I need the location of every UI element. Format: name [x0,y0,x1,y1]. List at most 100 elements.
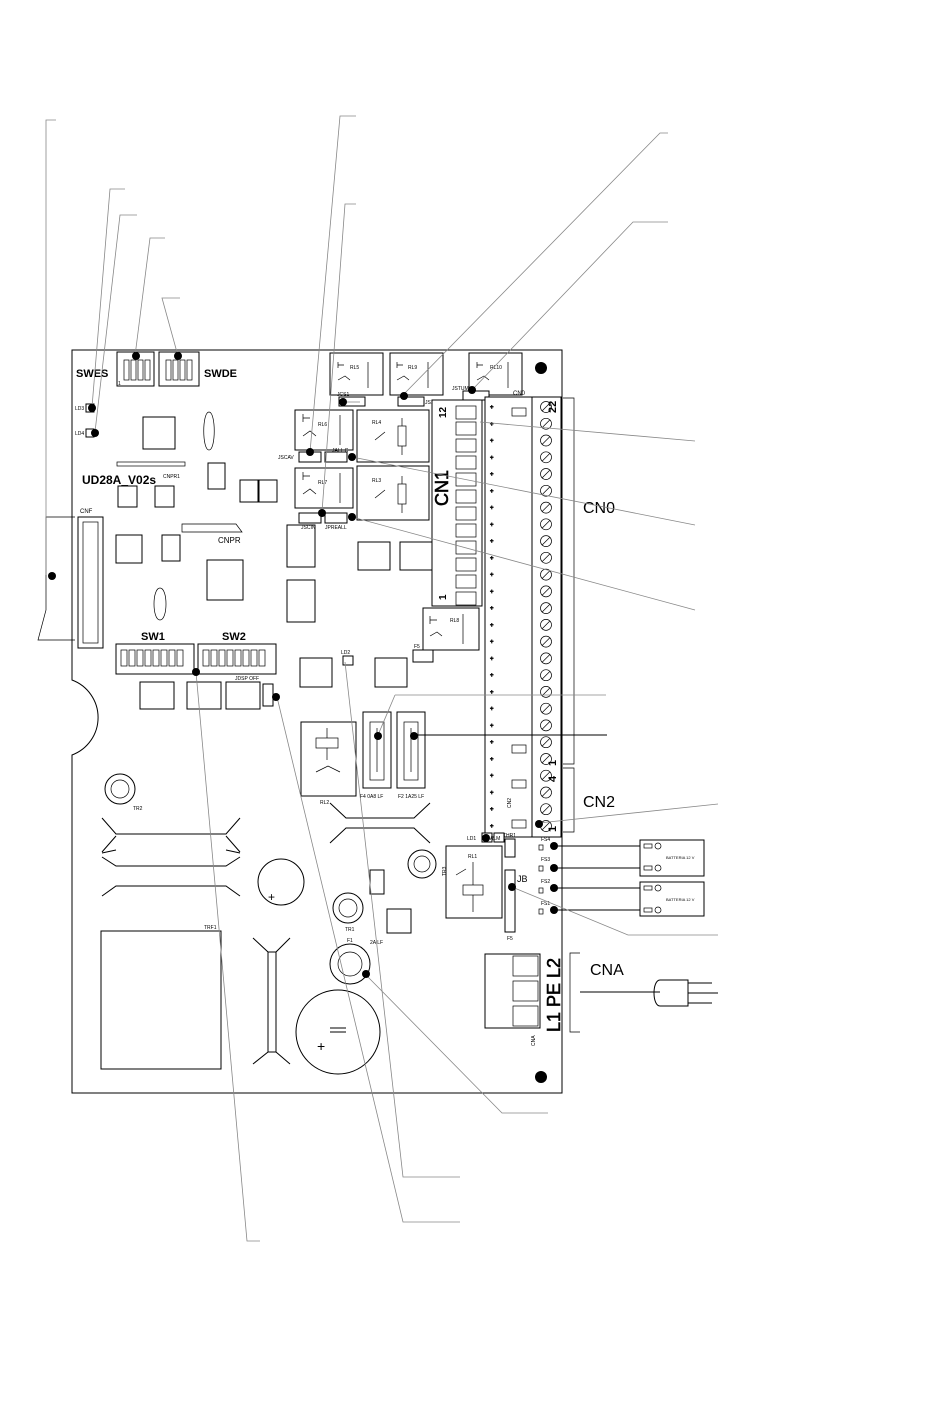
svg-text:22: 22 [547,401,559,413]
terminal-pin-mark: + [490,757,494,763]
capacitor-small: + [257,858,305,906]
svg-text:JALL C: JALL C [332,448,349,454]
relay-rl3: RL3 [356,465,430,521]
terminal-screw [540,652,552,665]
terminal-pin-mark: + [490,522,494,528]
terminal-pin-mark: + [490,422,494,428]
svg-text:RL1: RL1 [468,854,477,860]
terminal-screw-slot [541,453,551,462]
terminal-screw [540,501,552,514]
terminal-screw-slot [541,788,551,797]
relay-rl1: RL1 [445,845,503,919]
svg-text:JPREALL: JPREALL [325,525,347,531]
terminal-screw-slot [541,771,551,780]
svg-text:RL7: RL7 [318,480,327,486]
terminal-screw [540,484,552,497]
terminal-pin-mark: + [490,723,494,729]
terminal-screw [540,702,552,715]
relay-rl6: RL6 [294,409,354,451]
terminal-screw [540,568,552,581]
trimmer-tr2: TR2 [104,773,143,812]
terminal-screw-slot [541,737,551,747]
terminal-screw [540,434,552,447]
terminal-screw-slot [541,670,551,680]
terminal-screw [540,451,552,464]
terminal-screw-slot [541,721,551,730]
mount-hole-top [535,362,547,374]
relay-rl8: RL8 [422,607,480,651]
terminal-screw-slot [541,603,551,613]
svg-text:FS3: FS3 [541,857,550,863]
svg-text:FS4: FS4 [541,837,550,843]
fuse-fs-group: FS4 FS3 FS2 FS1 [538,837,550,915]
svg-text:TR1: TR1 [345,927,355,933]
svg-text:LD4: LD4 [75,431,84,437]
terminal-screw-slot [541,419,551,429]
relay-rl10: RL10 [468,352,523,396]
terminal-screw-slot [541,570,551,579]
svg-text:FS2: FS2 [541,879,550,885]
terminal-screw-slot [541,687,551,697]
svg-text:CN0: CN0 [513,391,526,397]
terminal-screw-slot [541,469,551,479]
relay-rl9: RL9 [389,352,444,396]
terminal-pin-mark: + [490,489,494,495]
terminal-pin-mark: + [490,589,494,595]
terminal-pin-mark: + [490,506,494,512]
swes-label: SWES [76,368,108,380]
terminal-screw [540,769,552,782]
terminal-screw [540,535,552,547]
relay-rl2: RL2 [300,721,357,806]
terminal-screw-slot [541,536,551,546]
svg-text:FS1: FS1 [541,901,550,907]
terminal-screw [540,401,552,413]
cn2-label: CN2 [583,794,615,811]
terminal-screw-slot [541,821,551,831]
svg-text:JB: JB [517,874,528,884]
svg-text:CNPR1: CNPR1 [163,474,180,480]
svg-text:RL5: RL5 [350,365,359,371]
relay-rl5: RL5 [329,352,384,396]
terminal-screw [540,551,552,564]
pcb-outline [71,349,563,1094]
swes-switch: SWES 1 [76,351,155,387]
terminal-screw [540,753,552,765]
terminal-screw [540,786,552,799]
svg-text:CNA: CNA [531,1035,537,1046]
swde-switch: SWDE [158,351,237,387]
svg-text:TR3: TR3 [442,866,448,876]
terminal-pin-mark: + [490,606,494,612]
svg-text:+: + [268,890,275,904]
terminal-screw-slot [541,704,551,713]
terminal-pin-mark: + [490,573,494,579]
svg-text:JCS1: JCS1 [337,392,349,398]
terminal-screw [540,669,552,682]
terminal-screw-slot [541,503,551,512]
terminal-screw-slot [541,654,551,663]
svg-text:F5: F5 [507,936,513,942]
svg-text:JDSP OFF: JDSP OFF [235,676,259,682]
fuse-f1: F1 [329,938,371,985]
svg-text:F4 0A8 LF: F4 0A8 LF [360,794,383,800]
svg-text:CN2: CN2 [507,798,513,808]
terminal-pin-mark: + [490,472,494,478]
terminal-screw-slot [541,804,551,814]
svg-text:1: 1 [438,594,449,600]
svg-text:LD1: LD1 [467,836,476,842]
svg-text:F2 1A25 LF: F2 1A25 LF [398,794,424,800]
mount-hole-bottom [535,1071,547,1083]
svg-text:RL8: RL8 [450,618,459,624]
terminal-screw [540,585,552,598]
terminal-screw-slot [541,553,551,563]
terminal-pin-mark: + [490,405,494,411]
terminal-screw-slot [541,520,551,529]
terminal-screw-slot [541,620,551,630]
svg-text:ALM: ALM [490,836,500,842]
terminal-pin-mark: + [490,623,494,629]
sw1-switch: SW1 [115,631,195,675]
fuse-f2: F2 1A25 LF [396,711,426,800]
svg-text:JSCIN: JSCIN [301,525,316,531]
terminal-pin-mark: + [490,439,494,445]
svg-text:CNPR: CNPR [218,536,241,545]
terminal-screw-slot [541,587,551,596]
